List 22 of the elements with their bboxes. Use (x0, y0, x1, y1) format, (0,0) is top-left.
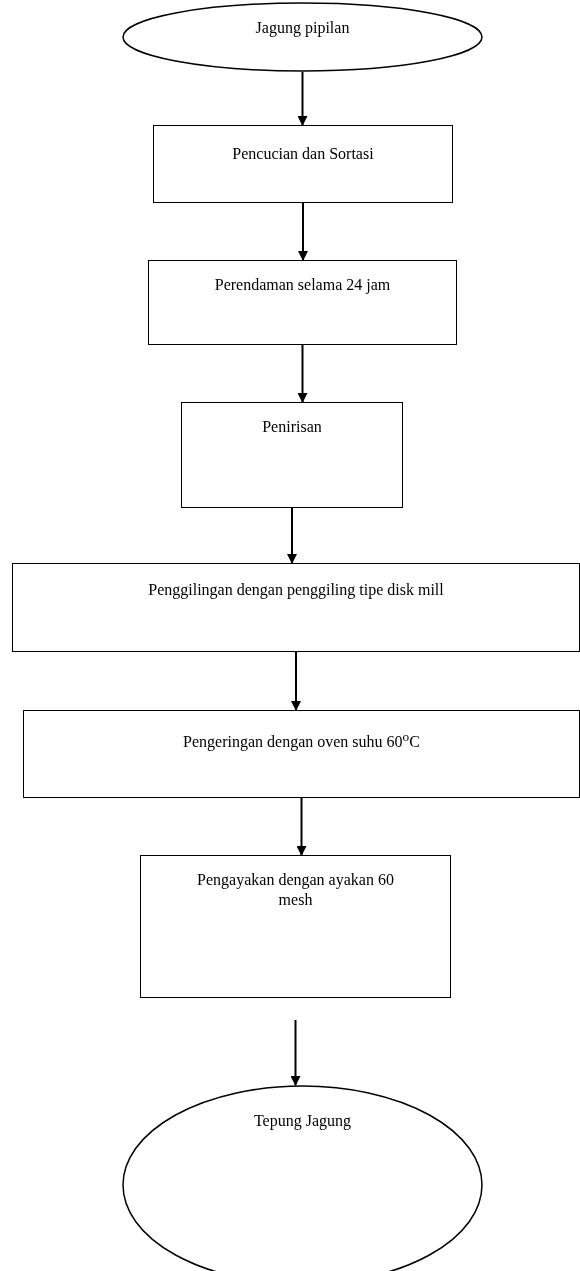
step-label: Jagung pipilan (255, 18, 350, 38)
step-label: Tepung Jagung (253, 1111, 352, 1131)
process-box (153, 125, 453, 203)
step-label: Pencucian dan Sortasi (232, 144, 374, 164)
terminal-ellipse (122, 2, 483, 72)
arrow (297, 344, 308, 403)
arrow (291, 651, 301, 711)
arrow (298, 202, 308, 261)
arrow (297, 71, 308, 126)
process-box (181, 402, 403, 508)
arrow (296, 797, 307, 856)
step-label: Pengayakan dengan ayakan 60 mesh (196, 870, 395, 910)
step-label: Penirisan (262, 417, 322, 437)
process-box (140, 855, 451, 998)
step-label: Pengeringan dengan oven suhu 60$^{o}$C (183, 728, 420, 753)
arrow (287, 507, 297, 564)
arrow (290, 1019, 301, 1086)
step-label: Penggilingan dengan penggiling tipe disk mill (148, 580, 444, 600)
process-box (12, 563, 580, 652)
step-label: Perendaman selama 24 jam (214, 275, 391, 295)
process-box (148, 260, 457, 345)
process-box (23, 710, 580, 798)
